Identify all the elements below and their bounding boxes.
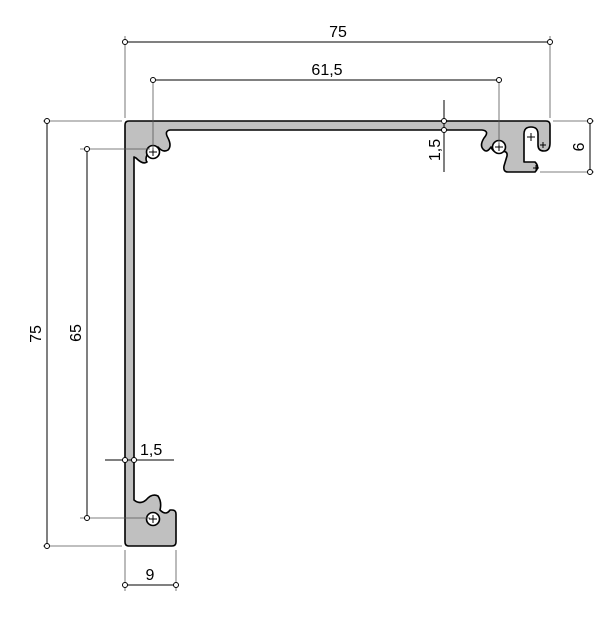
dim-top-overall: 75 [122,24,553,118]
dim-right-height: 9 [540,118,594,175]
profile-section [124,120,551,547]
dim-label: 65 [68,324,85,342]
dim-label: 75 [28,325,45,343]
hook-center-marks [527,133,546,171]
slot-bottom-left [145,511,161,527]
dim-label: 61,5 [311,62,342,79]
dim-label: 9 [146,567,155,584]
dim-label: 1,5 [140,442,162,459]
dim-slot-spacing: 61,5 [150,62,502,150]
dim-label: 9 [569,143,586,152]
dim-leg-thickness: 1,5 [105,442,174,463]
dim-foot-width: 9 [122,550,179,591]
dim-left-overall: 75 [28,118,122,549]
dim-label: 1,5 [427,139,444,161]
dim-flange-thickness: 1,5 [427,100,447,172]
dim-label: 75 [329,24,347,41]
dim-left-slot-spacing: 65 [68,146,150,521]
